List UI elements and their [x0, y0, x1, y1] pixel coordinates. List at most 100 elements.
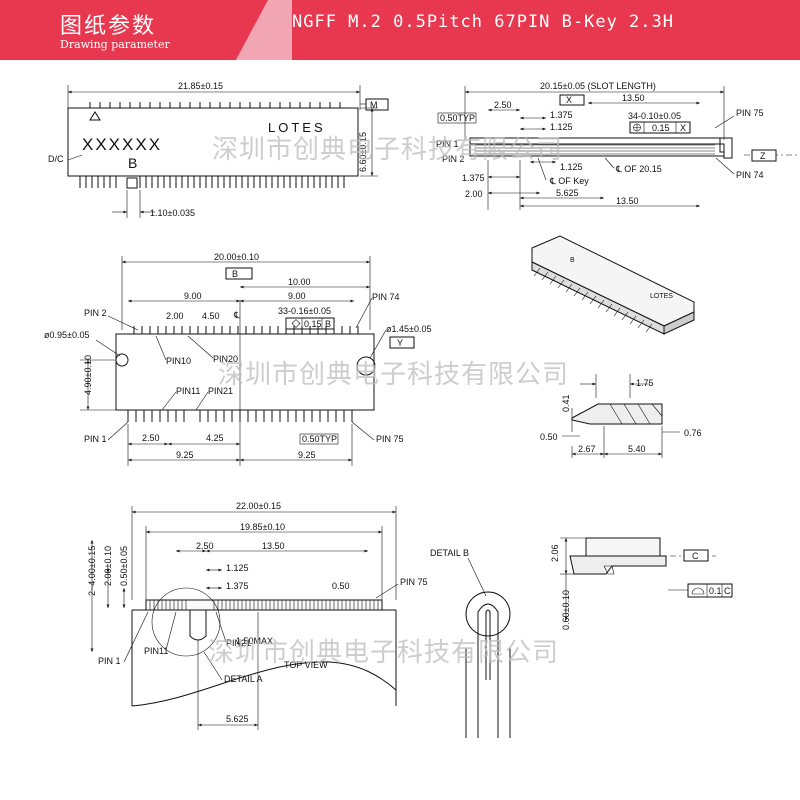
top-pin10: PIN10 [166, 356, 191, 366]
top-body [115, 333, 375, 411]
top-pin75: PIN 75 [376, 434, 404, 444]
profile-dim-041: 0.41 [561, 394, 571, 412]
top-pin1: PIN 1 [84, 434, 107, 444]
header-bar: 图纸参数 Drawing parameter NGFF M.2 0.5Pitch… [0, 0, 800, 60]
end-dim-206: 2.06 [550, 544, 560, 562]
end-dim-060: 0.60±0.10 [561, 590, 571, 630]
top-hole-left: ø0.95±0.05 [44, 330, 89, 340]
front-top-pins [89, 102, 341, 108]
profile-dim-540: 5.40 [628, 444, 646, 454]
profile-surface-icon [691, 587, 705, 595]
top-pin2: PIN 2 [84, 308, 107, 318]
side-dim-1375b: 1.375 [462, 173, 485, 183]
profile-dim-175: 1.75 [636, 378, 654, 388]
top-dim-425: 4.25 [206, 433, 224, 443]
watermark-3: 深圳市创典电子科技有限公司 [208, 638, 559, 668]
front-body [67, 107, 359, 177]
header-left-inner [0, 0, 268, 60]
top-dim-250: 2.50 [142, 433, 160, 443]
side-pin74: PIN 74 [736, 170, 764, 180]
pcb-top-view: TOP VIEW [284, 660, 328, 670]
pcb-pin21: PIN21 [226, 638, 251, 648]
top-lower-pins [127, 410, 353, 422]
front-key-mark: B [128, 155, 137, 171]
datum-b: B [232, 269, 238, 279]
top-fcf-datum-b: B [325, 319, 331, 329]
header-product-title: NGFF M.2 0.5Pitch 67PIN B-Key 2.3H [292, 12, 674, 32]
pcb-dim-1125: 1.125 [226, 563, 249, 573]
pcb-pin11: PIN11 [144, 646, 168, 656]
pcb-view: 22.00±0.15 19.85±0.10 2.50 13.50 1.125 1… [87, 501, 428, 730]
top-right-hole [356, 356, 376, 376]
side-pin1: PIN 1 [436, 139, 459, 149]
pcb-vdim-3: 0.50±0.05 [119, 546, 129, 586]
end-view: 2.06 0.60±0.10 C 0.1 C [550, 537, 733, 630]
top-pin21: PIN21 [208, 386, 233, 396]
datum-x: X [566, 95, 572, 105]
top-dim-050typ: 0.50TYP [302, 434, 337, 444]
side-slot-length: 20.15±0.05 (SLOT LENGTH) [540, 81, 656, 91]
top-cl: ℄ [233, 310, 240, 320]
pcb-dim-1375: 1.375 [226, 581, 249, 591]
pcb-pin1: PIN 1 [98, 656, 121, 666]
pin1-triangle-icon [89, 111, 101, 121]
watermark-1: 深圳市创典电子科技有限公司 [212, 135, 563, 165]
top-dim-925b: 9.25 [298, 450, 316, 460]
iso-key: B [570, 257, 575, 264]
datum-y: Y [397, 338, 403, 348]
detail-b-circle [465, 591, 511, 637]
pcb-vdim-1: 2~4.00±0.15 [87, 546, 97, 596]
detail-b: DETAIL B [430, 548, 511, 738]
profile-dim-050: 0.50 [540, 432, 558, 442]
front-view: 21.85±0.15 XXXXXX LOTES B D/C M 6.60±0.1… [48, 81, 389, 218]
side-dim-050typ: 0.50TYP [440, 113, 475, 123]
side-dim-200: 2.00 [465, 189, 483, 199]
top-dim-900b: 9.00 [288, 291, 306, 301]
top-hole-right: ø1.45±0.05 [386, 324, 431, 334]
side-tol-34: 34-0.10±0.05 [628, 111, 681, 121]
iso-logo: LOTES [650, 293, 673, 300]
side-body [469, 143, 725, 157]
side-dim-5625: 5.625 [556, 188, 579, 198]
header-title-en: Drawing parameter [60, 38, 170, 51]
detail-a-circle [151, 587, 221, 657]
pcb-dim-1350: 13.50 [262, 541, 285, 551]
front-part-mark: XXXXXX [82, 135, 162, 154]
top-dim-900a: 9.00 [184, 291, 202, 301]
side-dim-1375: 1.375 [550, 110, 573, 120]
pcb-pin75: PIN 75 [400, 577, 428, 587]
pcb-dim-050: 0.50 [332, 581, 350, 591]
top-view: 20.00±0.10 B 10.00 9.00 9.00 2.00 4.50 ℄… [44, 252, 431, 466]
side-dim-250: 2.50 [494, 100, 512, 110]
pcb-dim-5625: 5.625 [226, 714, 249, 724]
front-dc-label: D/C [48, 154, 64, 164]
datum-m: M [370, 100, 378, 110]
front-width-dim: 21.85±0.15 [178, 81, 223, 91]
front-bottom-pins [79, 176, 345, 188]
pcb-width-dim: 22.00±0.15 [236, 501, 281, 511]
top-dim-1000: 10.00 [288, 277, 311, 287]
top-dim-925a: 9.25 [176, 450, 194, 460]
side-dim-1125b: 1.125 [560, 162, 583, 172]
side-dim-1125: 1.125 [550, 122, 573, 132]
profile-dim-267: 2.67 [578, 444, 596, 454]
datum-z: Z [760, 151, 766, 161]
top-pin11: PIN11 [176, 386, 200, 396]
end-fcf-datum-c: C [724, 586, 731, 596]
front-logo: LOTES [268, 120, 326, 135]
profile-dim-076: 0.76 [684, 428, 702, 438]
top-height-dim: 4.90±0.10 [83, 355, 93, 395]
pcb-dim-250: 2.50 [196, 541, 214, 551]
profile-view: 1.75 0.41 0.50 0.76 2.67 5.40 [540, 374, 702, 458]
front-pitch-dim: 1.10±0.035 [150, 208, 195, 218]
pcb-dim-1985: 19.85±0.10 [240, 522, 285, 532]
front-height-dim: 6.60±0.15 [358, 132, 368, 172]
top-pin20: PIN20 [213, 354, 238, 364]
side-cl-2015: ℄ OF 20.15 [615, 164, 662, 174]
end-fcf-01: 0.1 [709, 586, 722, 596]
pcb-vdim-2: 2.00±0.10 [103, 546, 113, 586]
iso-view: LOTES B [531, 235, 695, 335]
top-upper-pins [133, 326, 359, 334]
side-pin2: PIN 2 [442, 154, 465, 164]
top-dim-450: 4.50 [202, 311, 220, 321]
